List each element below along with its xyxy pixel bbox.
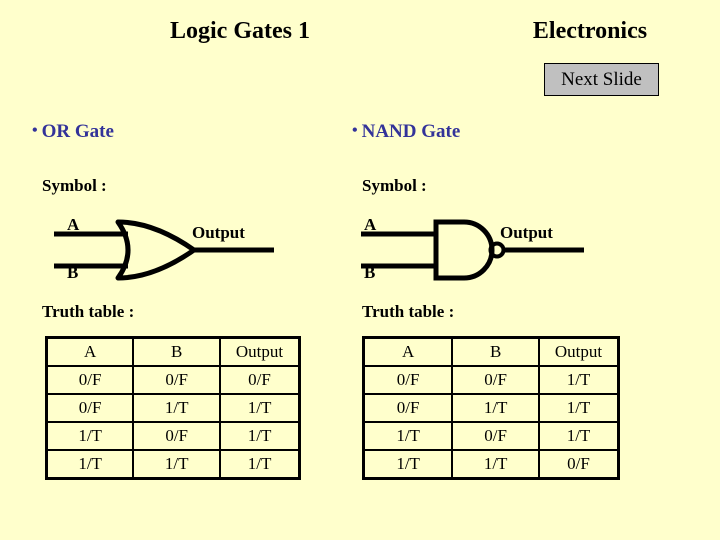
table-row: 0/F 0/F 0/F <box>45 365 301 395</box>
column-header-a: A <box>45 336 135 367</box>
or-input-a-label: A <box>67 215 80 234</box>
next-slide-label: Next Slide <box>561 68 642 90</box>
table-row: 1/T 0/F 1/T <box>362 421 620 451</box>
cell-a: 0/F <box>362 393 454 423</box>
or-gate-svg <box>54 219 274 281</box>
nand-input-a-label: A <box>364 215 377 234</box>
table-row: 1/T 1/T 0/F <box>362 449 620 480</box>
column-header-b: B <box>132 336 222 367</box>
next-slide-button[interactable]: Next Slide <box>544 63 659 96</box>
cell-output: 0/F <box>219 365 301 395</box>
nand-gate-heading-label: NAND Gate <box>361 121 461 142</box>
or-truth-table: A B Output 0/F 0/F 0/F 0/F 1/T 1/T 1/T <box>45 336 301 480</box>
table-row: 0/F 1/T 1/T <box>362 393 620 423</box>
cell-output: 1/T <box>219 449 301 480</box>
nand-truth-table-label: Truth table : <box>362 302 455 321</box>
column-header-a: A <box>362 336 454 367</box>
cell-b: 1/T <box>132 393 222 423</box>
nand-gate-diagram: A B Output <box>356 206 656 296</box>
table-row: 1/T 0/F 1/T <box>45 421 301 451</box>
table-header-row: A B Output <box>362 336 620 367</box>
cell-a: 0/F <box>45 393 135 423</box>
or-gate-body <box>115 219 197 281</box>
or-gate-section: •OR Gate Symbol : A B Output Truth table… <box>18 0 358 540</box>
page-title: Logic Gates 1 <box>170 18 310 44</box>
cell-b: 1/T <box>451 449 541 480</box>
or-output-label: Output <box>192 223 245 242</box>
cell-output: 1/T <box>219 393 301 423</box>
nand-inversion-bubble <box>488 241 506 259</box>
table-header-row: A B Output <box>45 336 301 367</box>
bullet-icon: • <box>352 122 358 139</box>
column-header-b: B <box>451 336 541 367</box>
cell-a: 1/T <box>45 449 135 480</box>
cell-b: 0/F <box>132 421 222 451</box>
or-gate-diagram: A B Output <box>36 206 336 296</box>
nand-output-label: Output <box>500 223 553 242</box>
cell-b: 1/T <box>451 393 541 423</box>
cell-a: 1/T <box>45 421 135 451</box>
column-header-output: Output <box>538 336 620 367</box>
table-row: 0/F 0/F 1/T <box>362 365 620 395</box>
nand-input-b-label: B <box>364 263 376 282</box>
bullet-icon: • <box>32 122 38 139</box>
nand-gate-body <box>433 219 495 281</box>
column-header-output: Output <box>219 336 301 367</box>
nand-gate-heading: •NAND Gate <box>352 121 460 143</box>
cell-a: 1/T <box>362 449 454 480</box>
nand-gate-svg <box>361 219 584 281</box>
cell-output: 0/F <box>538 449 620 480</box>
cell-output: 1/T <box>538 393 620 423</box>
cell-a: 0/F <box>45 365 135 395</box>
nand-gate-section: •NAND Gate Symbol : A B Output Truth tab… <box>338 0 678 540</box>
cell-b: 1/T <box>132 449 222 480</box>
or-truth-table-label: Truth table : <box>42 302 135 321</box>
or-symbol-label: Symbol : <box>42 176 107 195</box>
subject-title: Electronics <box>532 18 648 44</box>
cell-b: 0/F <box>451 365 541 395</box>
nand-symbol-label: Symbol : <box>362 176 427 195</box>
cell-a: 1/T <box>362 421 454 451</box>
nand-truth-table: A B Output 0/F 0/F 1/T 0/F 1/T 1/T 1/T <box>362 336 620 480</box>
table-row: 0/F 1/T 1/T <box>45 393 301 423</box>
or-input-b-label: B <box>67 263 79 282</box>
cell-b: 0/F <box>451 421 541 451</box>
cell-output: 1/T <box>219 421 301 451</box>
cell-output: 1/T <box>538 421 620 451</box>
table-row: 1/T 1/T 1/T <box>45 449 301 480</box>
cell-b: 0/F <box>132 365 222 395</box>
or-gate-heading-label: OR Gate <box>41 121 114 142</box>
cell-output: 1/T <box>538 365 620 395</box>
or-gate-heading: •OR Gate <box>32 121 114 143</box>
cell-a: 0/F <box>362 365 454 395</box>
